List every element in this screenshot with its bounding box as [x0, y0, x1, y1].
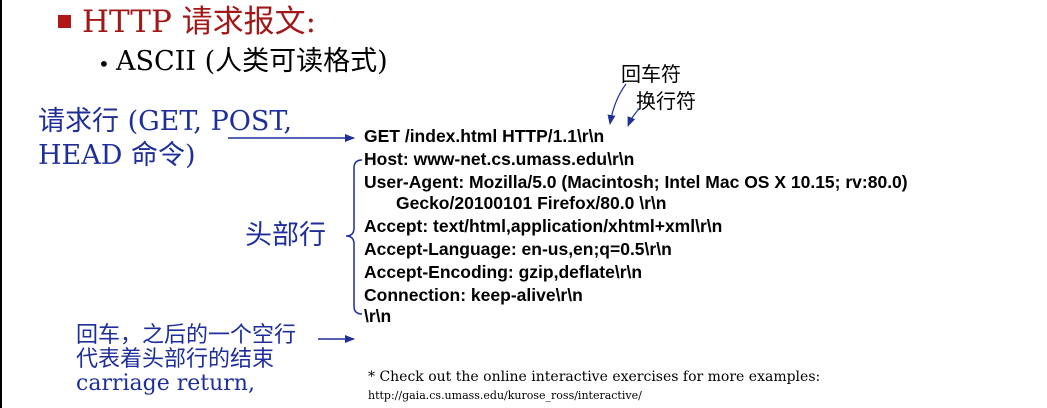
blank-line-crlf: \r\n — [364, 306, 392, 326]
crlf-label-english: carriage return, — [76, 371, 255, 396]
request-line-label-cont: HEAD 命令) — [38, 140, 196, 171]
header-line-user-agent: User-Agent: Mozilla/5.0 (Macintosh; Inte… — [364, 172, 908, 192]
request-line-label: 请求行 (GET, POST, — [38, 106, 293, 137]
footnote-text: * Check out the online interactive exerc… — [368, 369, 821, 385]
slide-title: HTTP 请求报文: — [82, 4, 317, 40]
header-line-accept-encoding: Accept-Encoding: gzip,deflate\r\n — [364, 262, 643, 282]
line-feed-annotation: 换行符 — [636, 89, 696, 113]
subtitle-bullet: • — [98, 52, 110, 76]
header-line-accept-language: Accept-Language: en-us,en;q=0.5\r\n — [364, 239, 672, 259]
carriage-return-annotation: 回车符 — [621, 62, 681, 86]
header-line-connection: Connection: keep-alive\r\n — [364, 285, 583, 305]
subtitle-text: ASCII (人类可读格式) — [116, 46, 388, 77]
header-lines-bracket — [345, 159, 363, 315]
header-line-host: Host: www-net.cs.umass.edu\r\n — [364, 149, 635, 169]
header-line-accept: Accept: text/html,application/xhtml+xml\… — [364, 216, 723, 236]
footnote-url: http://gaia.cs.umass.edu/kurose_ross/int… — [368, 389, 642, 402]
crlf-label-cont: 代表着头部行的结束 — [76, 347, 275, 372]
crlf-label: 回车，之后的一个空行 — [76, 323, 297, 348]
request-line: GET /index.html HTTP/1.1\r\n — [364, 126, 605, 146]
header-lines-label: 头部行 — [245, 220, 326, 251]
title-bullet-icon — [58, 15, 71, 28]
header-line-user-agent-cont: Gecko/20100101 Firefox/80.0 \r\n — [396, 193, 667, 213]
carriage-return-arrow — [607, 83, 627, 125]
line-feed-arrow — [627, 107, 641, 127]
